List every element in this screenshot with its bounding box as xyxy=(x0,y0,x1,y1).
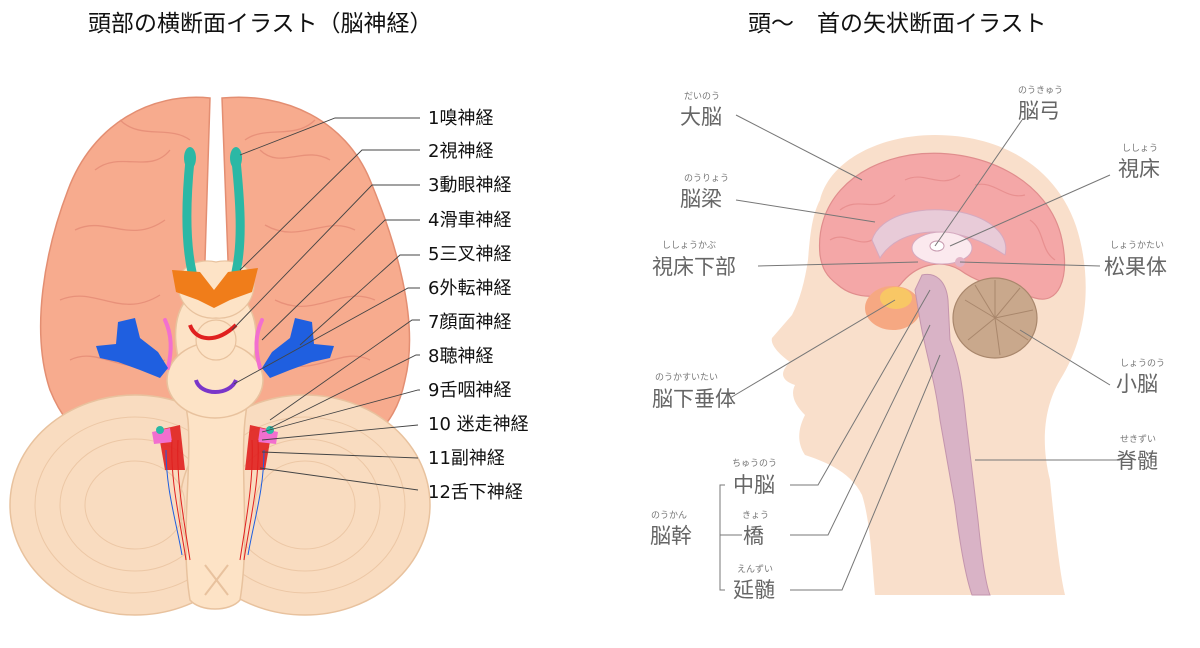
nerve-label-8: 8聴神経 xyxy=(428,346,493,367)
sagittal-corpus-callosum xyxy=(871,209,1007,260)
brain-inferior-view: 1嗅神経 2視神経 3動眼神経 4滑車神経 5三叉神経 6外転神経 7顔面神経 … xyxy=(9,96,529,616)
nerve-label-3: 3動眼神経 xyxy=(428,175,511,196)
left-title: 頭部の横断面イラスト（脳神経） xyxy=(88,11,433,37)
label-thalamus: 視床 xyxy=(1118,157,1160,181)
sagittal-gyri xyxy=(829,174,1056,261)
ruby-brainstem: のうかん xyxy=(651,510,687,521)
ruby-spinal-cord: せきずい xyxy=(1120,434,1156,445)
label-cerebellum: 小脳 xyxy=(1116,372,1158,396)
nerve-label-12: 12舌下神経 xyxy=(428,482,523,503)
gyri-texture xyxy=(59,119,376,367)
nerve-label-1: 1嗅神経 xyxy=(428,108,493,129)
sagittal-leader-lines xyxy=(719,114,1120,591)
nerve-labels: 1嗅神経 2視神経 3動眼神経 4滑車神経 5三叉神経 6外転神経 7顔面神経 … xyxy=(428,108,529,503)
label-cerebrum: 大脳 xyxy=(680,105,722,129)
sagittal-labels: だいのう 大脳 のうきゅう 脳弓 のうりょう 脳梁 ししょう 視床 ししょうかぶ… xyxy=(650,85,1167,602)
ruby-pituitary: のうかすいたい xyxy=(655,372,718,383)
label-pituitary: 脳下垂体 xyxy=(652,387,736,411)
nerve-label-4: 4滑車神経 xyxy=(428,210,511,231)
label-pineal: 松果体 xyxy=(1104,255,1167,279)
sagittal-brainstem-spine xyxy=(914,273,991,596)
mammillary-body xyxy=(195,319,237,361)
label-hypothalamus: 視床下部 xyxy=(652,255,736,279)
label-pons: 橋 xyxy=(743,524,764,548)
ruby-corpus-callosum: のうりょう xyxy=(684,173,729,184)
nerve-leader-lines xyxy=(231,117,420,491)
nerve-label-11: 11副神経 xyxy=(428,448,505,469)
right-title: 頭～ 首の矢状断面イラスト xyxy=(748,11,1047,37)
olfactory-bulb-right xyxy=(230,147,242,169)
label-spinal-cord: 脊髄 xyxy=(1116,449,1158,473)
ruby-pons: きょう xyxy=(742,510,769,521)
label-brainstem: 脳幹 xyxy=(650,524,692,548)
optic-chiasm xyxy=(172,268,258,308)
abducens-nerve xyxy=(194,378,238,394)
ruby-cerebrum: だいのう xyxy=(684,91,720,102)
label-midbrain: 中脳 xyxy=(733,473,775,497)
nerve-label-10: 10 迷走神経 xyxy=(428,414,529,435)
nerve-label-9: 9舌咽神経 xyxy=(428,380,511,401)
olfactory-tracts xyxy=(182,155,245,277)
sagittal-pituitary xyxy=(880,287,912,309)
ruby-fornix: のうきゅう xyxy=(1018,85,1063,96)
olfactory-bulb-left xyxy=(184,147,196,169)
nerve-label-2: 2視神経 xyxy=(428,141,493,162)
nerve-label-6: 6外転神経 xyxy=(428,278,511,299)
ruby-cerebellum: しょうのう xyxy=(1120,358,1165,369)
ruby-thalamus: ししょう xyxy=(1122,143,1158,154)
trigeminal-left xyxy=(96,318,168,378)
label-medulla: 延髄 xyxy=(733,578,775,602)
nerve-label-5: 5三叉神経 xyxy=(428,244,511,265)
ruby-midbrain: ちゅうのう xyxy=(732,458,777,469)
ruby-medulla: えんずい xyxy=(737,564,773,575)
cerebellum-folia xyxy=(34,416,406,594)
ruby-hypothalamus: ししょうかぶ xyxy=(662,240,716,251)
medulla-cross xyxy=(204,564,229,596)
ruby-pineal: しょうかたい xyxy=(1110,240,1164,251)
oculomotor-nerve xyxy=(188,323,238,341)
nerve-label-7: 7顔面神経 xyxy=(428,312,511,333)
arbor-vitae xyxy=(964,280,1034,356)
sagittal-head-neck: だいのう 大脳 のうきゅう 脳弓 のうりょう 脳梁 ししょう 視床 ししょうかぶ… xyxy=(650,85,1167,602)
trigeminal-right xyxy=(262,318,334,378)
label-corpus-callosum: 脳梁 xyxy=(680,187,722,211)
label-fornix: 脳弓 xyxy=(1018,99,1060,123)
trochlear-nerves xyxy=(163,318,264,370)
sagittal-fornix xyxy=(929,240,945,252)
